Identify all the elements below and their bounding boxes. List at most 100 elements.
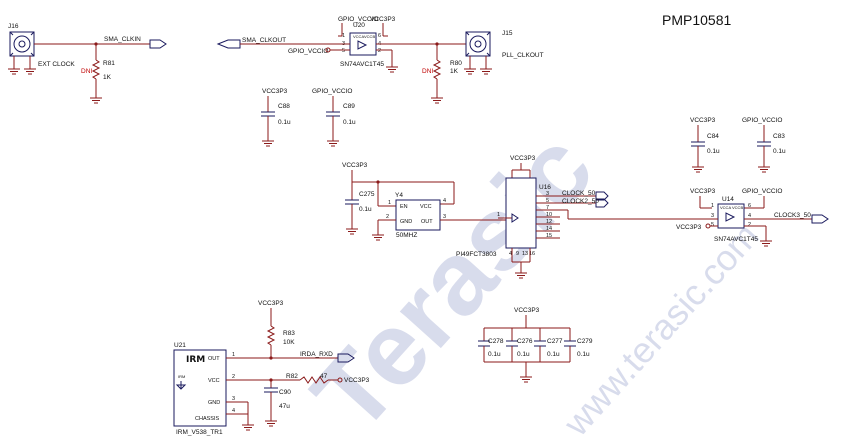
y4-pin-out: OUT: [421, 219, 433, 225]
ic-u16: VCC3P3 18 20 U16 1 3 5 7 10 12 14 15 4 9…: [456, 155, 560, 279]
u14-pin3: 3: [711, 213, 714, 219]
y4-pin4: 4: [443, 198, 446, 204]
c275-value: 0.1u: [359, 206, 372, 213]
c278-value: 0.1u: [488, 351, 501, 358]
u21-pin4: 4: [232, 408, 235, 414]
c279-value: 0.1u: [577, 351, 590, 358]
u14-pin5: 5: [711, 222, 714, 228]
y4-vcc: VCC3P3: [342, 162, 368, 169]
net-clock3-50: CLOCK3_50: [774, 212, 811, 219]
y4-pin3: 3: [443, 214, 446, 220]
net-flag-sma-clkin: [149, 39, 167, 49]
r82-ref: R82: [286, 373, 298, 380]
u21-pin-vcc: VCC: [208, 378, 220, 384]
resistor-r80: R80 DNI 1K: [422, 44, 462, 104]
c83-ref: C83: [773, 133, 785, 140]
u14-gpio: GPIO_VCCIO: [742, 188, 782, 195]
c88-value: 0.1u: [278, 119, 291, 126]
u16-pin16: 16: [529, 251, 535, 257]
c88-vcc: VCC3P3: [262, 88, 288, 95]
y4-pin-gnd: GND: [400, 219, 412, 225]
u20-pin5: 5: [342, 48, 345, 54]
y4-pin2: 2: [386, 214, 389, 220]
net-irda-rxd: IRDA_RXD: [300, 351, 333, 358]
u16-pin1: 1: [497, 212, 500, 218]
c84-vcc: VCC3P3: [690, 117, 716, 124]
c277-value: 0.1u: [547, 351, 560, 358]
y4-pin-vcc: VCC: [420, 204, 432, 210]
r80-dni: DNI: [422, 68, 433, 75]
capacitor-c84: VCC3P3 C84 0.1u: [690, 117, 720, 173]
u16-vcc: VCC3P3: [510, 155, 536, 162]
watermark-url: www.terasic.com: [555, 215, 767, 438]
r83-value: 10K: [283, 339, 295, 346]
watermark-logo: Terasic: [291, 111, 616, 438]
u20-vcc-label: VCC3P3: [370, 16, 396, 23]
c90-ref: C90: [279, 389, 291, 396]
u21-pin-chassis: CHASSIS: [195, 416, 219, 422]
c89-ref: C89: [343, 103, 355, 110]
u16-ref: U16: [539, 184, 551, 191]
u16-part: PI49FCT3803: [456, 251, 497, 258]
net-clock2-50: CLOCK2_50: [562, 198, 599, 205]
u16-pin10: 10: [546, 212, 552, 218]
u16-pin4: 4: [509, 251, 512, 257]
u16-pin12: 12: [546, 219, 552, 225]
y4-part: 50MHZ: [396, 232, 417, 239]
c277-ref: C277: [547, 338, 563, 345]
u20-dir-label: GPIO_VCCIO: [288, 48, 328, 55]
net-flag-sma-clkout: [216, 39, 241, 49]
c276-value: 0.1u: [517, 351, 530, 358]
c83-value: 0.1u: [773, 148, 786, 155]
u14-part: SN74AVC1T45: [714, 236, 758, 243]
c275-ref: C275: [359, 191, 375, 198]
u21-pin-out: OUT: [208, 356, 220, 362]
j16-label: EXT CLOCK: [38, 61, 75, 68]
u16-pin13: 13: [522, 251, 528, 257]
j15-ref: J15: [502, 30, 513, 37]
u16-pin15: 15: [546, 233, 552, 239]
resistor-r83: VCC3P3 R83 10K: [258, 300, 295, 360]
u16-pin7: 7: [546, 205, 549, 211]
c89-value: 0.1u: [343, 119, 356, 126]
u20-pin2: 2: [378, 48, 381, 54]
u14-pin1: 1: [711, 203, 714, 209]
u20-ref: U20: [353, 22, 365, 29]
u20-pin-vccb: VCCB: [364, 34, 375, 39]
u21-pin3: 3: [232, 396, 235, 402]
net-flag-irda-rxd: [337, 353, 355, 363]
u16-pin5: 5: [546, 198, 549, 204]
capacitor-c89: GPIO_VCCIO C89 0.1u: [312, 88, 356, 147]
oscillator-y4: VCC3P3 C275 0.1u Y4 EN VCC GND OUT 1 4 2…: [342, 162, 512, 241]
ic-u14: VCC3P3 GPIO_VCCIO U14 VCCA VCCB 1 3 5 6 …: [676, 188, 829, 247]
c90-value: 47u: [279, 403, 290, 410]
r81-value: 1K: [103, 74, 112, 81]
j15-label: PLL_CLKOUT: [502, 52, 544, 59]
c278-ref: C278: [488, 338, 504, 345]
u21-pin1: 1: [232, 352, 235, 358]
y4-ref: Y4: [395, 192, 403, 199]
r82-vcc: VCC3P3: [344, 377, 370, 384]
c276-ref: C276: [517, 338, 533, 345]
u21-pin-gnd: GND: [208, 400, 220, 406]
ic-u20: GPIO_VCCIO VCC3P3 U20 VCCA VCCB 1 3 5 6 …: [288, 16, 466, 73]
u20-part: SN74AVC1T45: [340, 61, 384, 68]
u20-pin6: 6: [378, 33, 381, 39]
u21-sub: IRM: [178, 374, 185, 379]
u21-pin2: 2: [232, 374, 235, 380]
c279-ref: C279: [577, 338, 593, 345]
capacitor-c88: VCC3P3 C88 0.1u: [260, 88, 291, 147]
bank-vcc: VCC3P3: [514, 307, 540, 314]
resistor-r81: R81 DNI 1K: [81, 44, 115, 104]
connector-j15: J15 PLL_CLKOUT: [463, 30, 544, 75]
capacitor-c90: C90 47u: [263, 378, 291, 427]
net-sma-clkin: SMA_CLKIN: [104, 36, 141, 43]
u21-ref: U21: [174, 342, 186, 349]
c88-ref: C88: [278, 103, 290, 110]
u21-part: IRM_V538_TR1: [176, 429, 223, 436]
u14-pin6: 6: [748, 203, 751, 209]
ic-u21: U21 IRM IRM OUT VCC GND CHASSIS 1 2 3 4 …: [173, 342, 338, 436]
r81-ref: R81: [103, 60, 115, 67]
u21-name: IRM: [186, 355, 205, 365]
